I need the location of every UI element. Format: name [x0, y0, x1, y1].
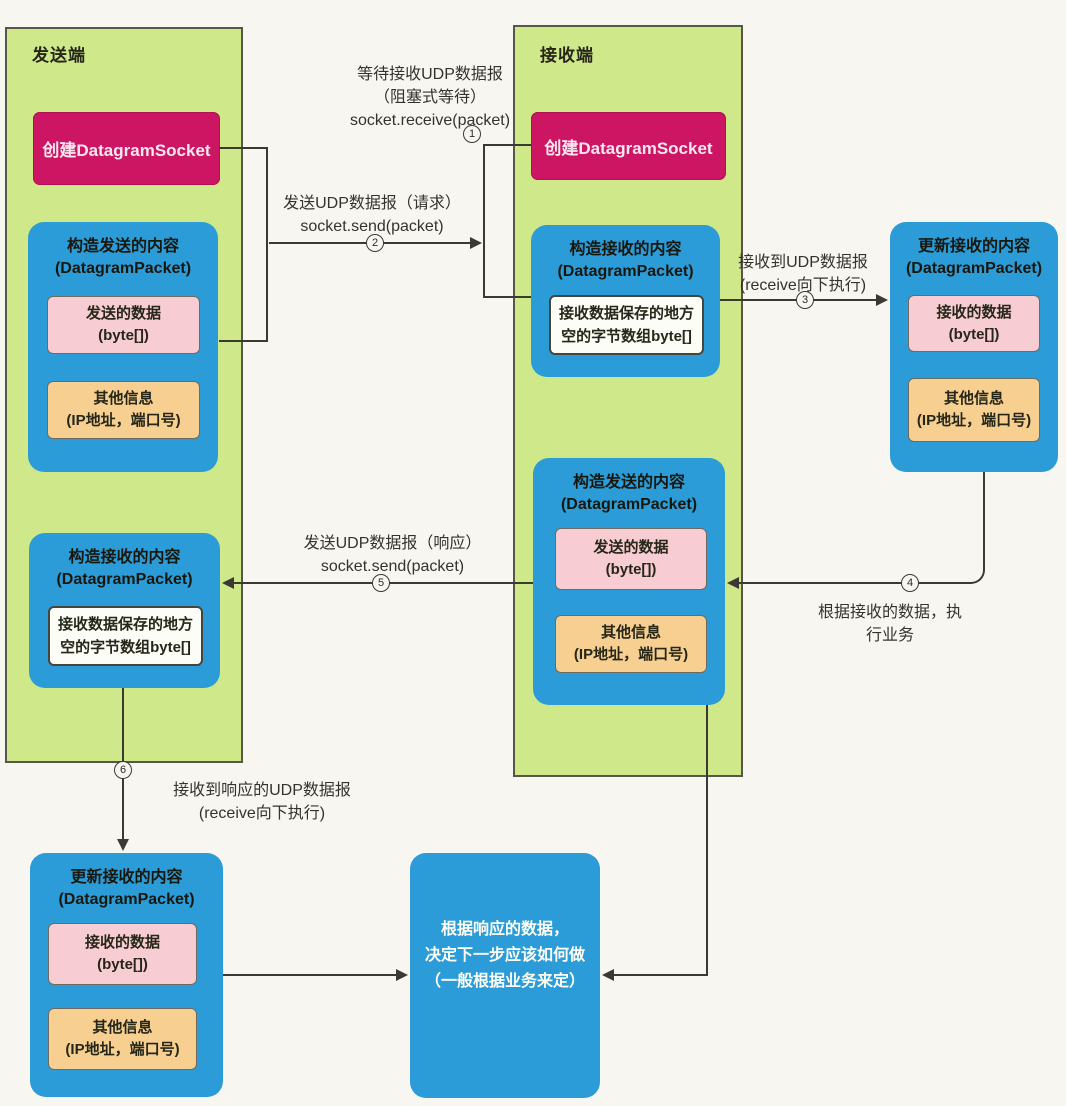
sender-send-packet-title: 构造发送的内容: [66, 238, 179, 255]
sender-recv-buffer-box: 接收数据保存的地方 空的字节数组byte[]: [48, 606, 203, 666]
other-info-label: 其他信息: [943, 390, 1004, 407]
receiver-other-info-box: 其他信息 (IP地址，端口号): [555, 615, 707, 673]
send-data-type: (byte[]): [98, 327, 149, 344]
do-business-line-2: 行业务: [865, 627, 914, 644]
other-info-label: 其他信息: [92, 1019, 153, 1036]
receiver-connector-bracket: [483, 144, 531, 298]
recv-buffer-label: 接收数据保存的地方: [558, 305, 694, 322]
other-info-detail: (IP地址，端口号): [65, 1041, 180, 1058]
sender-send-data-box: 发送的数据 (byte[]): [47, 296, 200, 354]
receiver-send-packet-subtitle: (DatagramPacket): [560, 496, 698, 513]
wait-receive-line-1: 等待接收UDP数据报: [357, 66, 503, 83]
receiver-create-socket-label: 创建DatagramSocket: [544, 138, 713, 158]
arrow-5-head: [222, 577, 234, 589]
decision-box: 根据响应的数据， 决定下一步应该如何做 （一般根据业务来定）: [410, 853, 600, 1098]
other-info-detail: (IP地址，端口号): [66, 412, 181, 429]
wait-receive-line-2: （阻塞式等待）: [373, 89, 486, 106]
update-to-decision-line: [223, 974, 398, 976]
step-4-badge: 4: [901, 574, 919, 592]
got-datagram-label: 接收到UDP数据报 (receive向下执行): [722, 251, 884, 297]
send-data-type: (byte[]): [605, 561, 657, 578]
received-data-type: (byte[]): [948, 325, 1000, 343]
received-data-type: (byte[]): [97, 956, 148, 973]
other-info-box: 其他信息 (IP地址，端口号): [48, 1008, 197, 1070]
receiver-recv-packet-subtitle: (DatagramPacket): [557, 263, 694, 280]
arrow-6-head: [117, 839, 129, 851]
receiver-recv-packet-title: 构造接收的内容: [569, 241, 682, 258]
received-data-label: 接收的数据: [936, 303, 1012, 321]
got-datagram-line-1: 接收到UDP数据报: [738, 254, 868, 271]
arrow-3-head: [876, 294, 888, 306]
receiver-send-packet-title: 构造发送的内容: [572, 474, 685, 491]
sender-recv-packet-title: 构造接收的内容: [68, 549, 181, 566]
do-business-line-1: 根据接收的数据，执: [817, 604, 962, 621]
got-response-line-1: 接收到响应的UDP数据报: [173, 782, 351, 799]
step-6-badge: 6: [114, 761, 132, 779]
wait-receive-label: 等待接收UDP数据报 （阻塞式等待） socket.receive(packet…: [300, 63, 560, 132]
send-response-line-1: 发送UDP数据报（响应）: [303, 535, 482, 552]
other-info-detail: (IP地址，端口号): [573, 646, 689, 663]
send-response-label: 发送UDP数据报（响应） socket.send(packet): [285, 532, 500, 578]
send-request-label: 发送UDP数据报（请求） socket.send(packet): [262, 192, 482, 238]
send-response-line-2: socket.send(packet): [320, 558, 465, 575]
received-data-box: 接收的数据 (byte[]): [48, 923, 197, 985]
sender-update-packet-box: 更新接收的内容 (DatagramPacket) 接收的数据 (byte[]) …: [30, 853, 223, 1097]
sender-recv-packet-subtitle: (DatagramPacket): [56, 571, 193, 588]
got-response-line-2: (receive向下执行): [198, 805, 326, 822]
recv-buffer-type: 空的字节数组byte[]: [561, 328, 692, 345]
arrow-4-corner: [738, 472, 985, 584]
step-2-badge: 2: [366, 234, 384, 252]
send-request-line-1: 发送UDP数据报（请求）: [283, 195, 461, 212]
receiver-create-socket-box: 创建DatagramSocket: [531, 112, 726, 180]
sender-create-socket-label: 创建DatagramSocket: [42, 141, 211, 160]
update-packet-title: 更新接收的内容: [917, 238, 1030, 255]
sender-other-info-box: 其他信息 (IP地址，端口号): [47, 381, 200, 439]
recv-buffer-type: 空的字节数组byte[]: [60, 639, 191, 656]
sender-panel-title: 发送端: [32, 46, 86, 65]
receiver-send-packet-box: 构造发送的内容 (DatagramPacket) 发送的数据 (byte[]) …: [533, 458, 725, 705]
send-data-label: 发送的数据: [85, 305, 161, 322]
receiver-send-data-box: 发送的数据 (byte[]): [555, 528, 707, 590]
sender-connector-bracket: [219, 147, 268, 342]
other-info-box: 其他信息 (IP地址，端口号): [908, 378, 1040, 442]
got-datagram-line-2: (receive向下执行): [739, 277, 867, 294]
sender-recv-packet-box: 构造接收的内容 (DatagramPacket) 接收数据保存的地方 空的字节数…: [29, 533, 220, 688]
sender-send-packet-box: 构造发送的内容 (DatagramPacket) 发送的数据 (byte[]) …: [28, 222, 218, 472]
other-info-label: 其他信息: [93, 390, 154, 407]
decision-line-2: 决定下一步应该如何做: [424, 947, 585, 964]
step-1-badge: 1: [463, 125, 481, 143]
update-packet-subtitle: (DatagramPacket): [58, 891, 195, 908]
other-info-label: 其他信息: [600, 624, 661, 641]
update-packet-subtitle: (DatagramPacket): [905, 260, 1043, 277]
received-data-label: 接收的数据: [84, 934, 160, 951]
send-data-label: 发送的数据: [593, 539, 669, 556]
recv-buffer-label: 接收数据保存的地方: [57, 616, 193, 633]
send-request-line-2: socket.send(packet): [300, 218, 444, 235]
arrow-4-head: [727, 577, 739, 589]
sender-create-socket-box: 创建DatagramSocket: [33, 112, 220, 185]
step-5-badge: 5: [372, 574, 390, 592]
received-data-box: 接收的数据 (byte[]): [908, 295, 1040, 352]
receiver-recv-buffer-box: 接收数据保存的地方 空的字节数组byte[]: [549, 295, 704, 355]
decision-line-3: （一般根据业务来定）: [424, 973, 585, 990]
got-response-label: 接收到响应的UDP数据报 (receive向下执行): [138, 779, 386, 825]
other-info-detail: (IP地址，端口号): [916, 412, 1032, 429]
receiver-update-packet-box: 更新接收的内容 (DatagramPacket) 接收的数据 (byte[]) …: [890, 222, 1058, 472]
receiver-recv-packet-box: 构造接收的内容 (DatagramPacket) 接收数据保存的地方 空的字节数…: [531, 225, 720, 377]
step-3-badge: 3: [796, 291, 814, 309]
decision-line-1: 根据响应的数据，: [440, 921, 569, 938]
receiver-to-decision-head: [602, 969, 614, 981]
do-business-label: 根据接收的数据，执 行业务: [790, 601, 990, 647]
receiver-panel-title: 接收端: [540, 46, 594, 65]
wait-receive-line-3: socket.receive(packet): [349, 112, 511, 129]
update-packet-title: 更新接收的内容: [70, 869, 183, 886]
update-to-decision-head: [396, 969, 408, 981]
receiver-to-decision-corner: [604, 705, 708, 976]
sender-send-packet-subtitle: (DatagramPacket): [54, 260, 192, 277]
arrow-2-head: [470, 237, 482, 249]
